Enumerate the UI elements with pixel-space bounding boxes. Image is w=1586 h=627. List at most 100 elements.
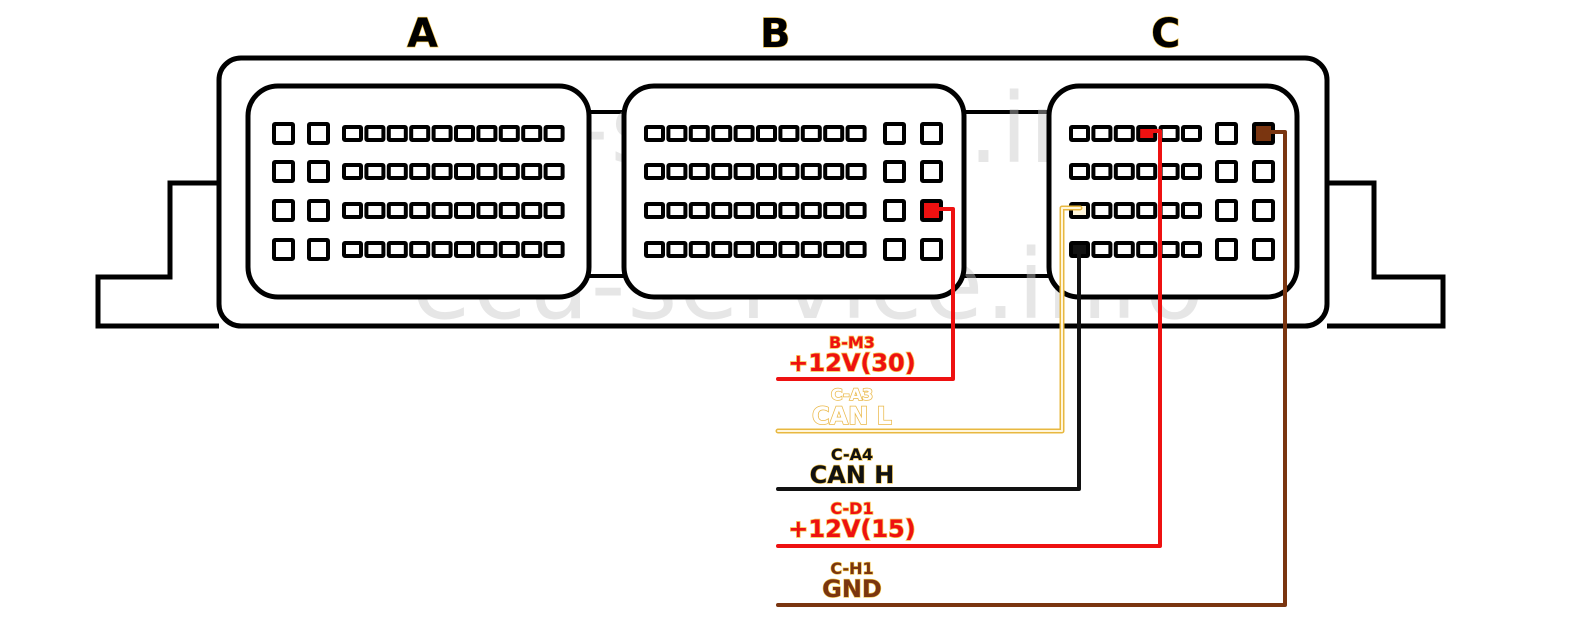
pin-c-r4-s2 [1091, 241, 1113, 258]
pin-c-r4-s5 [1158, 241, 1180, 258]
pin-b-r4-s8 [800, 241, 822, 258]
pin-code-c-d1: C-D1 [830, 499, 873, 518]
ecu-housing [95, 55, 1446, 329]
pin-a-r3-s5 [431, 202, 453, 219]
pin-a-r3-s4 [409, 202, 431, 219]
pin-b-r1-s4 [711, 125, 733, 142]
pin-c-r2-s2 [1091, 163, 1113, 180]
pin-a-r1-s3 [386, 125, 408, 142]
pin-a-r2-s4 [409, 163, 431, 180]
pin-c-r2-s5 [1158, 163, 1180, 180]
pin-b-r3-s2 [666, 202, 688, 219]
pin-b-r1-s3 [688, 125, 710, 142]
pin-c-r1-s3 [1113, 125, 1135, 142]
pin-code-c-h1: C-H1 [830, 559, 873, 578]
pin-a-r4-s4 [409, 241, 431, 258]
pin-b-r4-l1 [883, 238, 906, 261]
pin-a-r1-s2 [364, 125, 386, 142]
pin-b-r4-s2 [666, 241, 688, 258]
pin-b-r3-s4 [711, 202, 733, 219]
pin-a-r2-l2 [307, 160, 330, 183]
pin-b-r3-s1 [644, 202, 665, 219]
pin-a-r2-s1 [342, 163, 363, 180]
pin-a-r1-s8 [498, 125, 520, 142]
connector-b-shell [621, 83, 967, 300]
connector-c-shell [1046, 83, 1300, 300]
pin-function-12v-30: +12V(30) [788, 349, 915, 377]
pin-a-r4-s1 [342, 241, 363, 258]
pin-a-r2-s6 [454, 163, 475, 180]
connector-label-c: C [1151, 11, 1180, 57]
pin-a-r1-s6 [454, 125, 475, 142]
pin-a-r2-s2 [364, 163, 386, 180]
pin-function-12v-15: +12V(15) [788, 515, 915, 543]
pin-b-r3-l1 [883, 199, 906, 222]
connector-bridges [589, 110, 1049, 278]
pin-b-r1-s5 [733, 125, 755, 142]
pin-c-r4-l2 [1252, 238, 1275, 261]
pin-function-can-l: CAN L [812, 402, 892, 430]
pin-code-c-a4: C-A4 [831, 445, 873, 464]
pin-a-r4-l2 [307, 238, 330, 261]
pin-b-r4-s5 [733, 241, 755, 258]
pin-a-r1-s4 [409, 125, 431, 142]
pin-b-r4-l2 [920, 238, 943, 261]
pin-c-r4-s6 [1181, 241, 1202, 258]
pin-b-r1-s7 [778, 125, 800, 142]
pin-c-r1-s5 [1158, 125, 1180, 142]
wire-gnd [776, 130, 1287, 607]
pin-c-r3-s5 [1158, 202, 1180, 219]
pin-b-r3-s5 [733, 202, 755, 219]
pin-a-r3-s2 [364, 202, 386, 219]
pin-a-r1-s10 [543, 125, 565, 142]
pin-a-r1-s9 [521, 125, 543, 142]
pin-code-b-m3: B-M3 [829, 333, 875, 352]
pin-c-r4-l1 [1215, 238, 1238, 261]
pin-b-r2-s3 [688, 163, 710, 180]
connector-b-pins [644, 122, 943, 261]
pin-function-can-h: CAN H [810, 461, 895, 489]
pin-a-r1-l2 [307, 122, 330, 145]
pin-c-r2-s6 [1181, 163, 1202, 180]
pin-b-r1-s9 [823, 125, 845, 142]
pin-b-r3-s8 [800, 202, 822, 219]
pin-a-r1-s5 [431, 125, 453, 142]
pin-b-r3-s3 [688, 202, 710, 219]
pin-a-r2-s7 [476, 163, 498, 180]
pin-b-r4-s3 [688, 241, 710, 258]
pin-c-r2-l1 [1215, 160, 1238, 183]
pin-c-r3-l2 [1252, 199, 1275, 222]
pin-a-r4-s6 [454, 241, 475, 258]
pin-c-r3-l1 [1215, 199, 1238, 222]
pin-b-r2-s4 [711, 163, 733, 180]
pin-c-r1-l1 [1215, 122, 1238, 145]
pin-b-r3-s9 [823, 202, 845, 219]
pin-a-r2-l1 [272, 160, 295, 183]
pin-a-r4-s9 [521, 241, 543, 258]
pin-b-r1-s6 [756, 125, 777, 142]
pin-c-r4-s3 [1113, 241, 1135, 258]
wires [775, 129, 1287, 607]
pin-a-r3-s10 [543, 202, 565, 219]
pin-b-r2-s9 [823, 163, 845, 180]
pin-c-r1-s1 [1069, 125, 1090, 142]
pin-b-r2-s10 [845, 163, 867, 180]
pin-b-r1-s1 [644, 125, 665, 142]
pin-function-gnd: GND [822, 575, 882, 603]
pin-a-r4-s7 [476, 241, 498, 258]
pin-a-r2-s3 [386, 163, 408, 180]
pin-a-r4-s5 [431, 241, 453, 258]
pin-c-r3-s4 [1136, 202, 1158, 219]
pin-a-r1-s7 [476, 125, 498, 142]
pin-b-r1-s2 [666, 125, 688, 142]
pin-b-r2-s5 [733, 163, 755, 180]
pin-b-r3-s6 [756, 202, 777, 219]
pin-b-r4-s6 [756, 241, 777, 258]
pin-a-r4-l1 [272, 238, 295, 261]
pin-c-r2-s3 [1113, 163, 1135, 180]
wire-can-h [776, 246, 1081, 491]
pin-a-r3-s6 [454, 202, 475, 219]
pin-a-r4-s10 [543, 241, 565, 258]
pin-a-r2-s9 [521, 163, 543, 180]
